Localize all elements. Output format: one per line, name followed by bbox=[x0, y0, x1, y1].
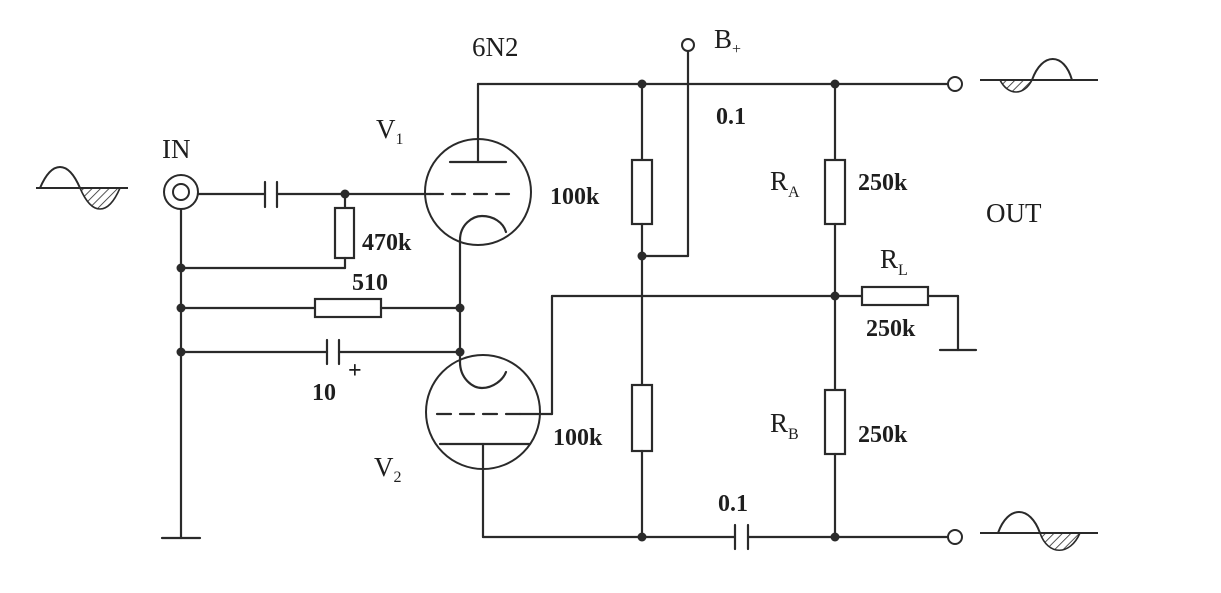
cathode-resistor bbox=[179, 297, 462, 319]
tube-v2 bbox=[425, 354, 554, 539]
ra-label: RA bbox=[770, 166, 800, 201]
v2-grid-feedback bbox=[550, 294, 837, 416]
plate-load-bottom-value: 100k bbox=[553, 425, 603, 451]
plate-load-top-value: 100k bbox=[550, 184, 600, 210]
divider-ra bbox=[823, 82, 847, 392]
bottom-capacitor-value: 0.1 bbox=[718, 491, 748, 517]
rl-value: 250k bbox=[866, 316, 916, 342]
output-waveform-bottom bbox=[980, 511, 1098, 551]
grid-resistor-value: 470k bbox=[362, 230, 412, 256]
tube-v1 bbox=[424, 82, 532, 246]
rb-label: RB bbox=[770, 408, 799, 443]
ra-value: 250k bbox=[858, 170, 908, 196]
cathode-bypass-capacitor bbox=[179, 338, 462, 366]
v2-cathode bbox=[458, 360, 508, 390]
cathode-bypass-polarity: + bbox=[348, 358, 362, 384]
grid-resistor bbox=[179, 192, 356, 270]
rl-label: RL bbox=[880, 244, 908, 279]
cathode-bypass-value: 10 bbox=[312, 380, 336, 406]
v1-label: V1 bbox=[376, 114, 404, 148]
divider-rb bbox=[823, 388, 847, 539]
rb-value: 250k bbox=[858, 422, 908, 448]
input-jack bbox=[163, 174, 199, 210]
input-coupling-capacitor bbox=[196, 180, 432, 209]
tube-type-label: 6N2 bbox=[472, 32, 519, 62]
plate-load-top bbox=[630, 82, 654, 387]
cathode-resistor-value: 510 bbox=[352, 270, 388, 296]
output-terminal-bottom bbox=[947, 529, 963, 545]
input-waveform bbox=[36, 166, 128, 210]
input-label: IN bbox=[162, 134, 191, 164]
bottom-output-capacitor bbox=[733, 523, 750, 551]
v2-label: V2 bbox=[374, 452, 402, 486]
output-terminal-top bbox=[947, 76, 963, 92]
plate-load-bottom bbox=[630, 383, 654, 539]
top-capacitor-value: 0.1 bbox=[716, 104, 746, 130]
junction-dots bbox=[176, 79, 840, 542]
b-plus-label: B+ bbox=[714, 24, 741, 58]
ground-rail bbox=[160, 208, 202, 540]
load-resistor-rl bbox=[833, 285, 978, 352]
v1-cathode bbox=[458, 214, 508, 242]
output-waveform-top bbox=[980, 58, 1098, 93]
b-plus-feed bbox=[640, 38, 695, 258]
output-label: OUT bbox=[986, 198, 1042, 228]
